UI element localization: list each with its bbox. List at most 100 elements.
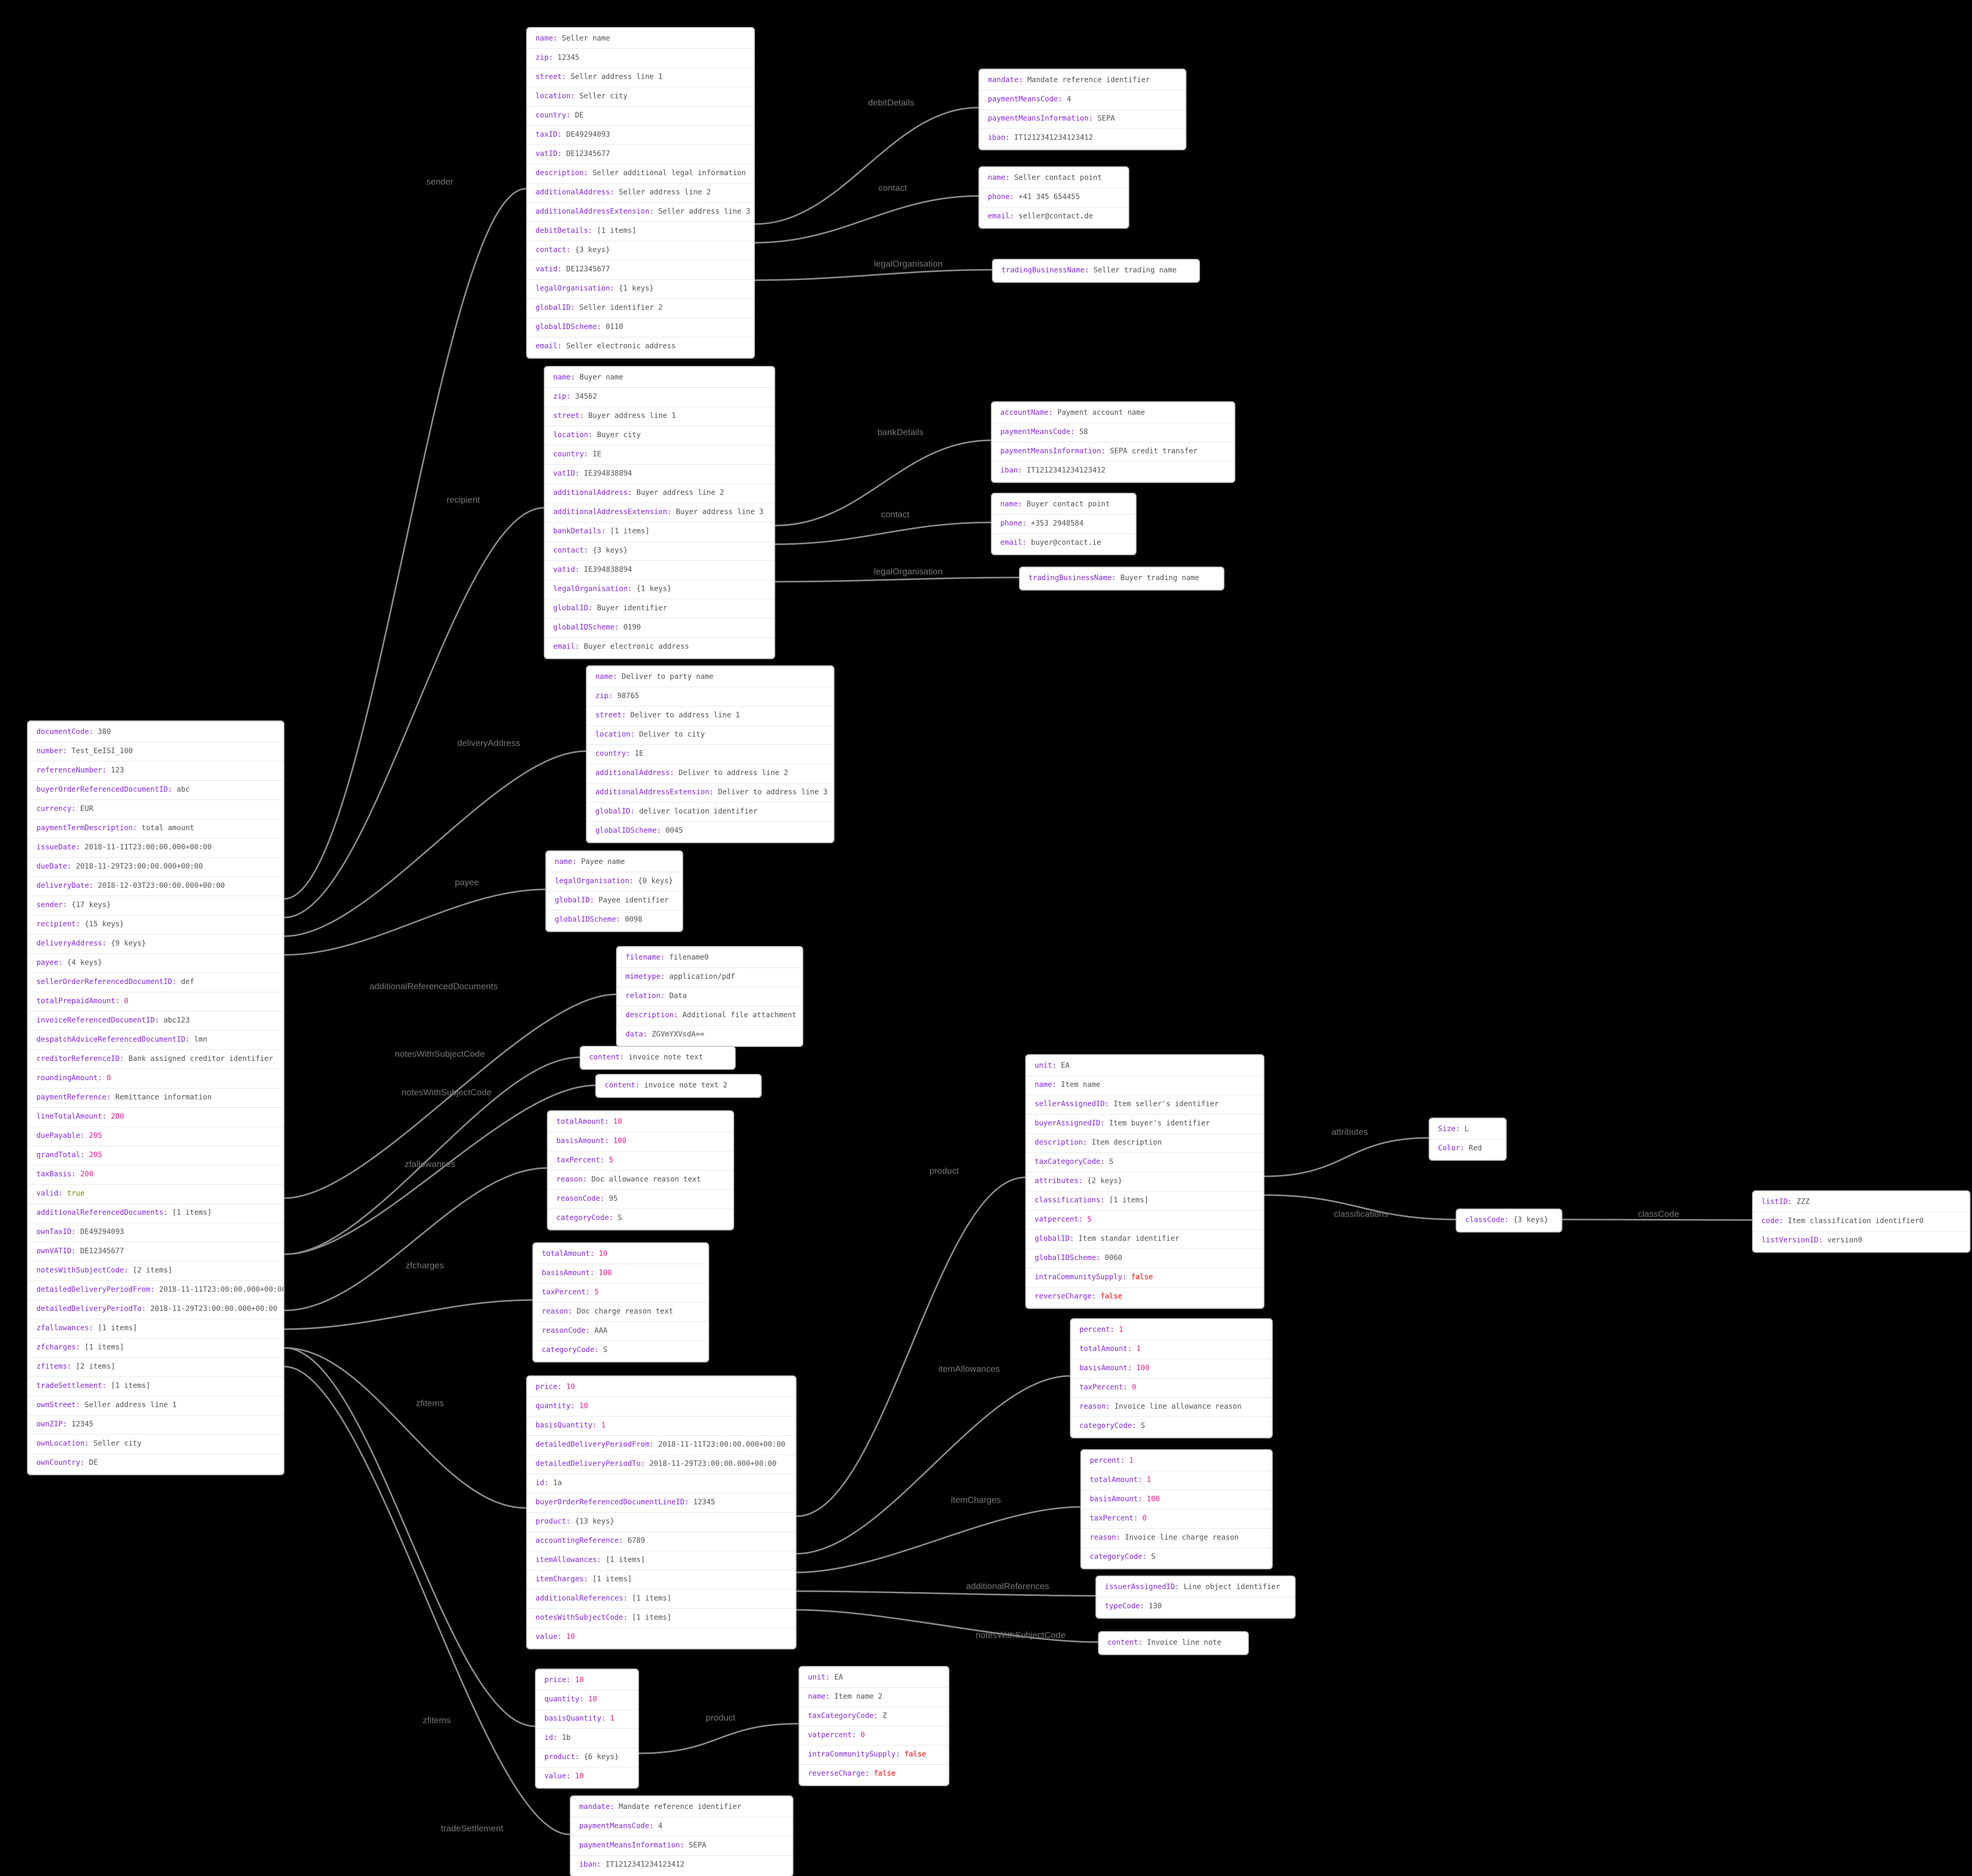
value: Mandate reference identifier [618, 1803, 741, 1811]
value: 12345 [71, 1420, 94, 1428]
key: accountName: [1000, 409, 1057, 417]
node-classifications[interactable]: classCode: {3 keys} [1456, 1209, 1562, 1232]
row-zfallowances-basisAmount: basisAmount: 100 [548, 1132, 733, 1151]
key: product: [544, 1753, 584, 1761]
edge-zfallowances-7 [284, 1167, 547, 1311]
row-root-duePayable: duePayable: 205 [28, 1126, 283, 1146]
value: {4 keys} [67, 959, 102, 967]
value: [1 items] [610, 527, 650, 535]
edge-debitDetails-12 [754, 107, 979, 225]
key: classCode: [1465, 1216, 1513, 1224]
value: 0045 [665, 827, 683, 835]
edge-zfitems-9 [284, 1347, 527, 1509]
key: bankDetails: [553, 527, 610, 535]
row-sender-email: email: Seller electronic address [527, 337, 754, 356]
value: 200 [111, 1112, 124, 1121]
value: false [1131, 1273, 1153, 1281]
value: Seller city [579, 92, 628, 100]
key: country: [536, 111, 575, 120]
row-zfallowances-reason: reason: Doc allowance reason text [548, 1170, 733, 1189]
node-note-1[interactable]: content: invoice note text 2 [595, 1074, 762, 1098]
value: {6 keys} [583, 1753, 619, 1761]
key: additionalAddressExtension: [595, 788, 719, 796]
key: reason: [1079, 1402, 1115, 1411]
row-recipient-vatID: vatID: IE394838894 [545, 464, 774, 483]
value: 1b [561, 1734, 571, 1742]
key: tradingBusinessName: [1028, 574, 1121, 582]
key: buyerOrderReferencedDocumentLineID: [536, 1498, 694, 1506]
node-recipient-bank-details[interactable]: accountName: Payment account name payment… [991, 401, 1235, 483]
key: description: [536, 169, 593, 177]
row-zfitem-1-basisQuantity: basisQuantity: 1 [527, 1416, 795, 1435]
value: 1 [1136, 1345, 1141, 1353]
row-item-charges-basisAmount: basisAmount: 100 [1081, 1490, 1272, 1509]
key: paymentMeansCode: [988, 95, 1067, 103]
node-note-0[interactable]: content: invoice note text [580, 1046, 736, 1070]
edge-zfcharges-8 [284, 1299, 533, 1330]
key: paymentMeansInformation: [988, 114, 1098, 123]
key: additionalReferencedDocuments: [36, 1209, 173, 1217]
key: lineTotalAmount: [36, 1112, 111, 1121]
row-zfitem-1-value: value: 10 [527, 1628, 795, 1647]
row-additional-referenced-documents-filename: filename: filename0 [617, 949, 802, 967]
edge-bankDetails-15 [775, 439, 991, 527]
value: Buyer trading name [1120, 574, 1199, 582]
row-zfitem-1-itemAllowances: itemAllowances: [1 items] [527, 1551, 795, 1570]
key: number: [36, 747, 72, 755]
key: email: [553, 642, 584, 651]
value: Buyer identifier [597, 604, 668, 612]
key: roundingAmount: [36, 1074, 107, 1082]
value: IT1212341234123412 [1026, 466, 1106, 475]
node-additional-references[interactable]: issuerAssignedID: Line object identifier… [1095, 1576, 1296, 1619]
value: [1 items] [98, 1324, 137, 1332]
node-recipient-legal-organisation[interactable]: tradingBusinessName: Buyer trading name [1019, 567, 1224, 591]
value: invoice note text 2 [644, 1081, 728, 1090]
row-zfitem-1-notesWithSubjectCode: notesWithSubjectCode: [1 items] [527, 1608, 795, 1628]
node-sender-legal-organisation[interactable]: tradingBusinessName: Seller trading name [992, 259, 1200, 283]
node-line-note[interactable]: content: Invoice line note [1098, 1631, 1249, 1655]
row-product-1-name: name: Item name [1026, 1075, 1263, 1095]
value: Deliver to address line 3 [718, 788, 828, 796]
row-trade-settlement-mandate: mandate: Mandate reference identifier [571, 1798, 792, 1817]
value: +41 345 654455 [1018, 193, 1080, 201]
value: 100 [613, 1137, 626, 1145]
key: country: [553, 450, 593, 458]
row-recipient-bank-details-accountName: accountName: Payment account name [992, 404, 1234, 423]
row-recipient-bank-details-iban: iban: IT1212341234123412 [992, 461, 1234, 480]
key: description: [625, 1011, 683, 1019]
key: reasonCode: [542, 1327, 595, 1335]
value: Deliver to address line 1 [630, 711, 740, 719]
value: 95 [609, 1195, 618, 1203]
row-product-1-classifications: classifications: [1 items] [1026, 1191, 1263, 1210]
row-sender-street: street: Seller address line 1 [527, 68, 754, 87]
value: S [1141, 1422, 1145, 1430]
row-additional-references-typeCode: typeCode: 130 [1096, 1597, 1295, 1616]
row-class-code-listVersionID: listVersionID: version0 [1753, 1231, 1969, 1250]
row-zfitem-1-detailedDeliveryPeriodTo: detailedDeliveryPeriodTo: 2018-11-29T23:… [527, 1454, 795, 1474]
key: paymentMeansCode: [1000, 428, 1079, 436]
key: quantity: [544, 1695, 589, 1703]
value: filename0 [669, 953, 709, 962]
